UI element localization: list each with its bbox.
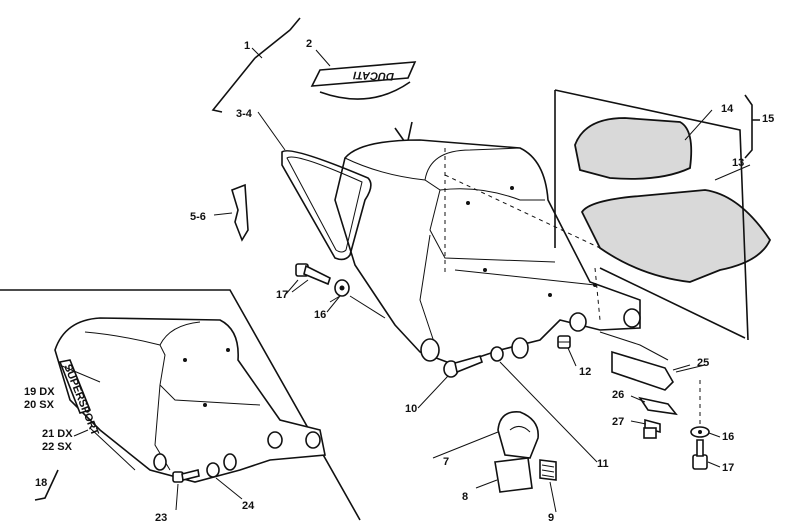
callout-11: 11 [597, 458, 609, 470]
callout-20-sx: 20 SX [24, 399, 55, 411]
side-decal-part-19-20 [58, 359, 92, 414]
callout-17-upper: 17 [276, 289, 288, 301]
bracket-part-1 [211, 17, 301, 113]
screw-part-17-upper [295, 263, 331, 286]
callout-15: 15 [762, 113, 774, 125]
callout-27: 27 [612, 416, 624, 428]
washer-part-11 [490, 346, 504, 362]
callout-2: 2 [306, 38, 312, 50]
foam-pad-part-14 [574, 117, 693, 180]
bolt-part-27 [643, 418, 661, 439]
stripe-part-21-22 [89, 427, 136, 471]
box-outline-pads [554, 89, 749, 341]
callout-5-6: 5-6 [190, 211, 206, 223]
callout-16-upper: 16 [314, 309, 326, 321]
bracket-part-18 [34, 469, 59, 501]
callout-12: 12 [579, 366, 591, 378]
callout-23: 23 [155, 512, 167, 523]
decal-text: DUCATI [352, 69, 394, 82]
callout-10: 10 [405, 403, 417, 415]
callout-13: 13 [732, 157, 744, 169]
leader-lines [61, 47, 721, 513]
bracket-part-8 [494, 457, 533, 493]
callout-17-right: 17 [722, 462, 734, 474]
seat-cover-main [334, 139, 641, 366]
callout-8: 8 [462, 491, 468, 503]
callout-3-4: 3-4 [236, 108, 253, 120]
hinge-plate-part-26 [638, 396, 678, 416]
ducati-decal: DUCATI [310, 61, 417, 147]
callout-16-right: 16 [722, 431, 734, 443]
callout-26: 26 [612, 389, 624, 401]
bracket-part-15 [744, 94, 760, 159]
clamp-part-7 [497, 411, 539, 459]
callout-22-sx: 22 SX [42, 441, 73, 453]
callout-21-dx: 21 DX [42, 428, 73, 440]
callout-25: 25 [697, 357, 709, 369]
callout-1: 1 [244, 40, 250, 52]
small-bracket-part-5-6 [231, 183, 249, 242]
callout-24: 24 [242, 500, 255, 512]
callout-14: 14 [721, 103, 734, 115]
callout-7: 7 [443, 456, 449, 468]
hinge-bracket-part-25 [611, 350, 674, 391]
bolt-part-17-right [692, 439, 708, 470]
seat-variant-part-18 [54, 317, 326, 483]
screw-part-10 [443, 355, 483, 378]
nut-part-12 [557, 335, 571, 349]
callout-19-dx: 19 DX [24, 386, 55, 398]
washer-part-24 [206, 462, 220, 478]
callout-9: 9 [548, 512, 554, 523]
callout-18: 18 [35, 477, 47, 489]
foam-pad-part-13 [580, 189, 772, 283]
screw-part-23 [172, 469, 200, 483]
side-panel-part-3-4 [281, 150, 372, 261]
screw-part-9 [539, 459, 557, 481]
